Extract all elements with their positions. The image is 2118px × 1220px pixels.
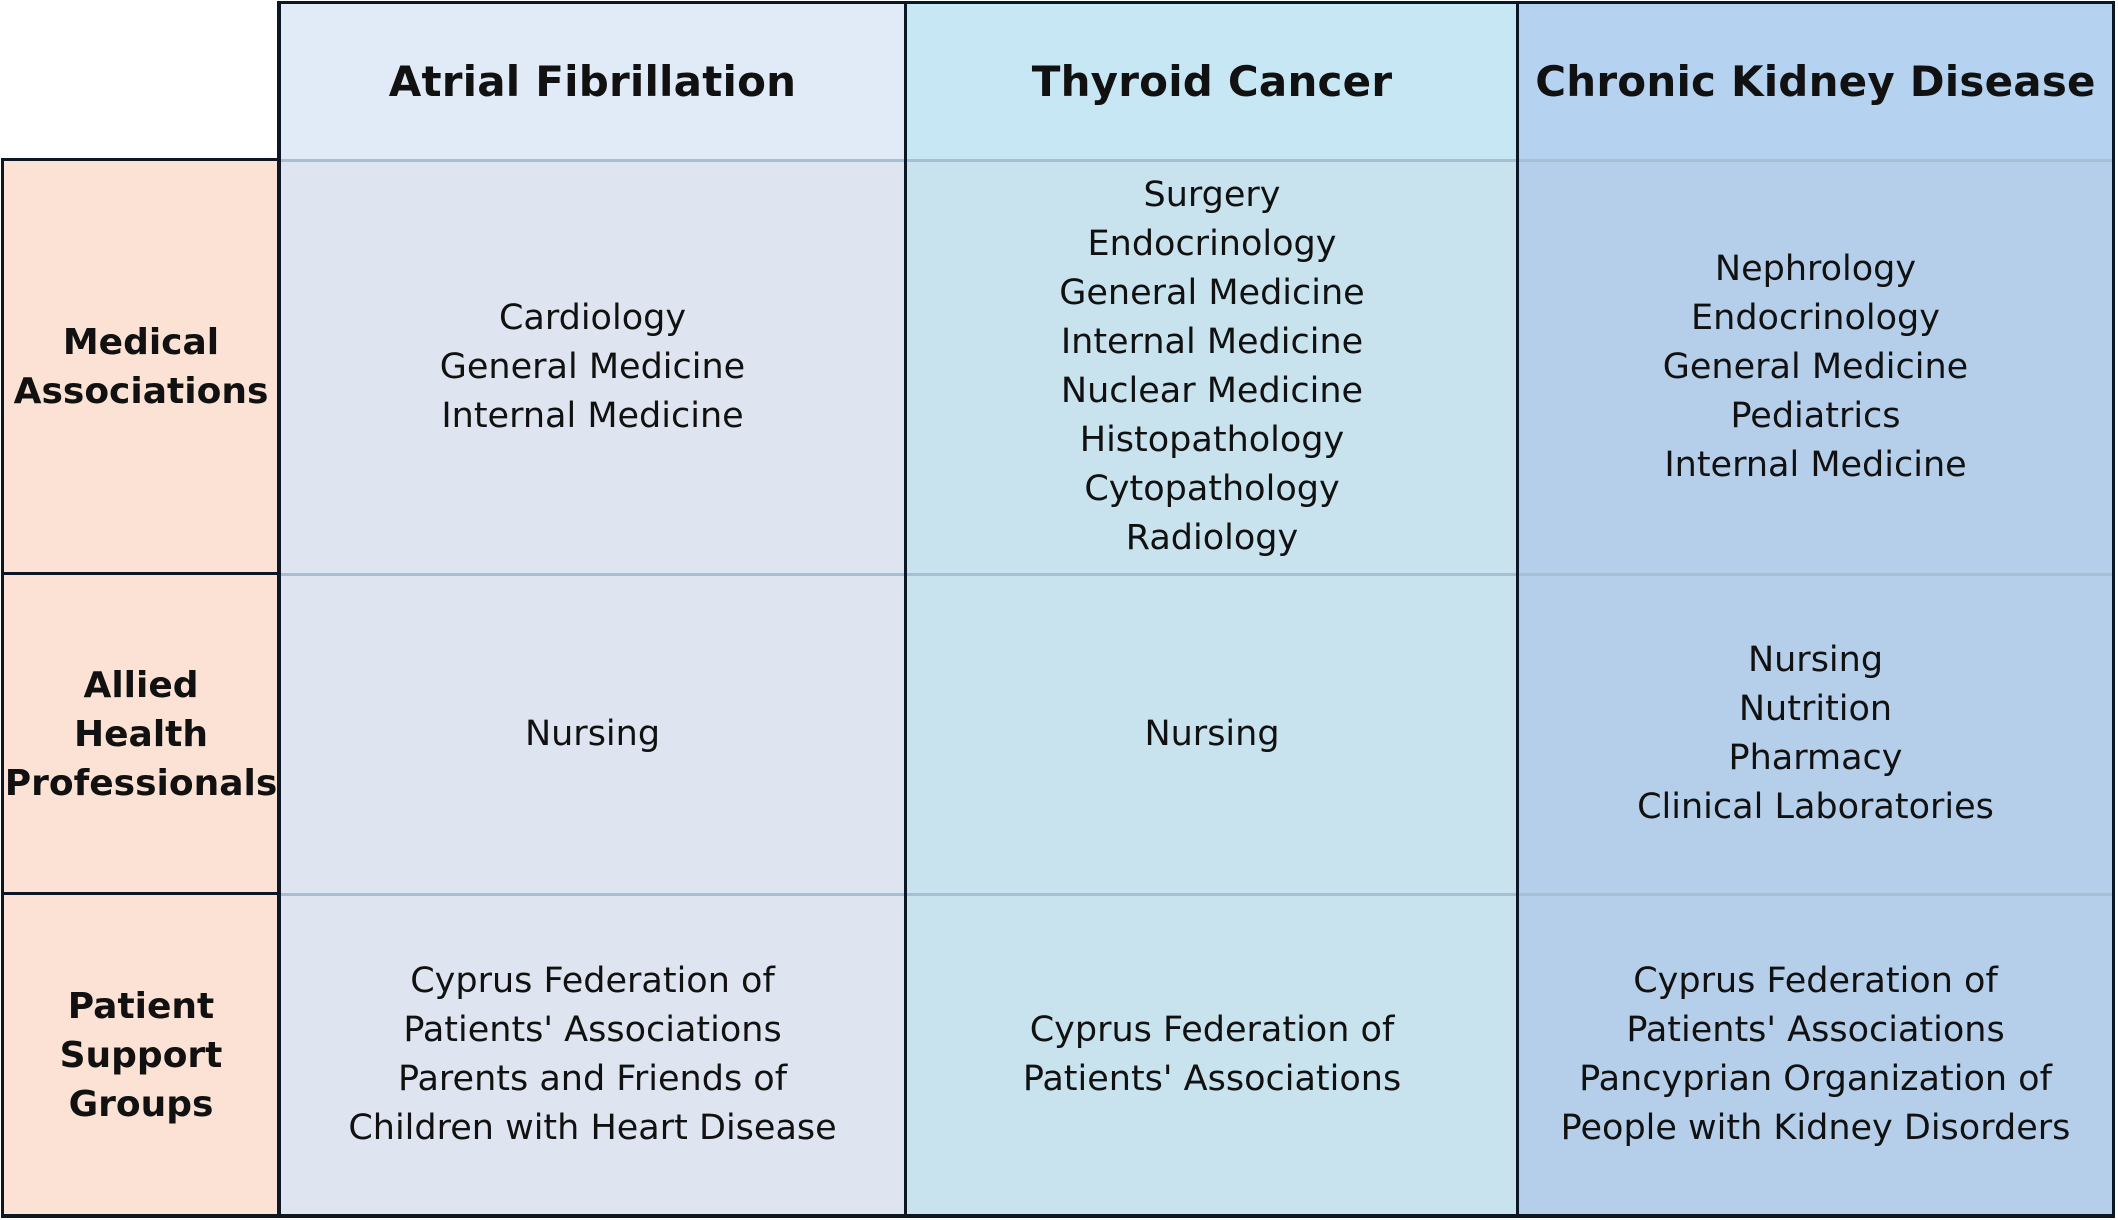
cell-tc-patient: Cyprus Federation of Patients' Associati…	[906, 894, 1518, 1216]
table-border	[1, 892, 280, 895]
column-header-label: Atrial Fibrillation	[388, 57, 797, 106]
cell-line: People with Kidney Disorders	[1560, 1108, 2071, 1148]
table-border	[2112, 1, 2115, 1218]
cell-line: Pharmacy	[1728, 738, 1903, 778]
grid-line	[279, 893, 2113, 896]
cell-line: General Medicine	[1059, 273, 1365, 313]
cell-line: General Medicine	[439, 346, 746, 387]
cell-tc-medical: Surgery Endocrinology General Medicine I…	[906, 160, 1518, 574]
cell-line: Cyprus Federation of	[410, 961, 775, 1001]
cell-line: Endocrinology	[1087, 224, 1337, 264]
cell-line: Nursing	[1747, 640, 1884, 680]
table-border	[277, 1, 281, 1218]
table-border	[277, 1, 2115, 4]
cell-line: Nursing	[1144, 713, 1280, 754]
cell-line: Nutrition	[1738, 689, 1893, 729]
cell-af-patient: Cyprus Federation of Patients' Associati…	[279, 894, 906, 1216]
cell-ckd-medical: Nephrology Endocrinology General Medicin…	[1518, 160, 2113, 574]
cell-line: Pancyprian Organization of	[1579, 1059, 2052, 1099]
cell-line: General Medicine	[1662, 346, 1969, 387]
cell-ckd-allied: Nursing Nutrition Pharmacy Clinical Labo…	[1518, 574, 2113, 894]
table-border	[1, 1214, 2115, 1218]
row-header-line: Support	[59, 1034, 223, 1076]
row-header-line: Professionals	[4, 762, 278, 804]
cell-line: Internal Medicine	[1664, 444, 1967, 485]
cell-line: Nursing	[524, 713, 661, 754]
column-header-label: Thyroid Cancer	[1031, 57, 1393, 106]
cell-line: Children with Heart Disease	[348, 1108, 837, 1148]
cell-af-medical: Cardiology General Medicine Internal Med…	[279, 160, 906, 574]
cell-line: Nuclear Medicine	[1060, 371, 1364, 411]
grid-line	[279, 573, 2113, 576]
cell-line: Parents and Friends of	[397, 1059, 788, 1099]
cell-af-allied: Nursing	[279, 574, 906, 894]
cell-line: Surgery	[1143, 175, 1281, 215]
grid-line	[279, 159, 2113, 162]
row-header-line: Allied	[83, 664, 199, 706]
cell-line: Cyprus Federation of	[1633, 961, 1998, 1001]
table-border	[1516, 1, 1519, 1218]
table-border	[1, 572, 280, 575]
column-header-label: Chronic Kidney Disease	[1535, 57, 2096, 106]
row-header-line: Patient	[67, 985, 215, 1027]
row-header-medical-associations: Medical Associations	[3, 160, 279, 574]
row-header-line: Health	[73, 713, 208, 755]
cell-line: Clinical Laboratories	[1637, 787, 1994, 827]
cell-line: Cyprus Federation of	[1029, 1010, 1395, 1050]
cell-line: Internal Medicine	[1060, 322, 1364, 362]
row-header-allied-health-professionals: Allied Health Professionals	[3, 574, 279, 894]
column-header-atrial-fibrillation: Atrial Fibrillation	[279, 3, 906, 160]
cell-line: Internal Medicine	[441, 395, 744, 436]
column-header-chronic-kidney-disease: Chronic Kidney Disease	[1518, 3, 2113, 160]
cell-line: Patients' Associations	[403, 1010, 782, 1050]
cell-line: Pediatrics	[1730, 395, 1901, 436]
cell-line: Cardiology	[498, 297, 687, 338]
column-header-thyroid-cancer: Thyroid Cancer	[906, 3, 1518, 160]
table-border	[1, 158, 4, 1218]
row-header-line: Medical	[62, 322, 220, 363]
cell-ckd-patient: Cyprus Federation of Patients' Associati…	[1518, 894, 2113, 1216]
cell-tc-allied: Nursing	[906, 574, 1518, 894]
table-border	[1, 158, 280, 161]
row-header-line: Associations	[13, 371, 269, 412]
cell-line: Histopathology	[1079, 420, 1345, 460]
cell-line: Endocrinology	[1691, 297, 1940, 338]
cell-line: Patients' Associations	[1626, 1010, 2005, 1050]
row-header-line: Groups	[68, 1083, 214, 1125]
cell-line: Radiology	[1125, 518, 1299, 558]
cell-line: Cytopathology	[1084, 469, 1340, 509]
cell-line: Patients' Associations	[1022, 1059, 1402, 1099]
row-header-patient-support-groups: Patient Support Groups	[3, 894, 279, 1216]
table-border	[904, 1, 907, 1218]
cell-line: Nephrology	[1714, 248, 1917, 289]
